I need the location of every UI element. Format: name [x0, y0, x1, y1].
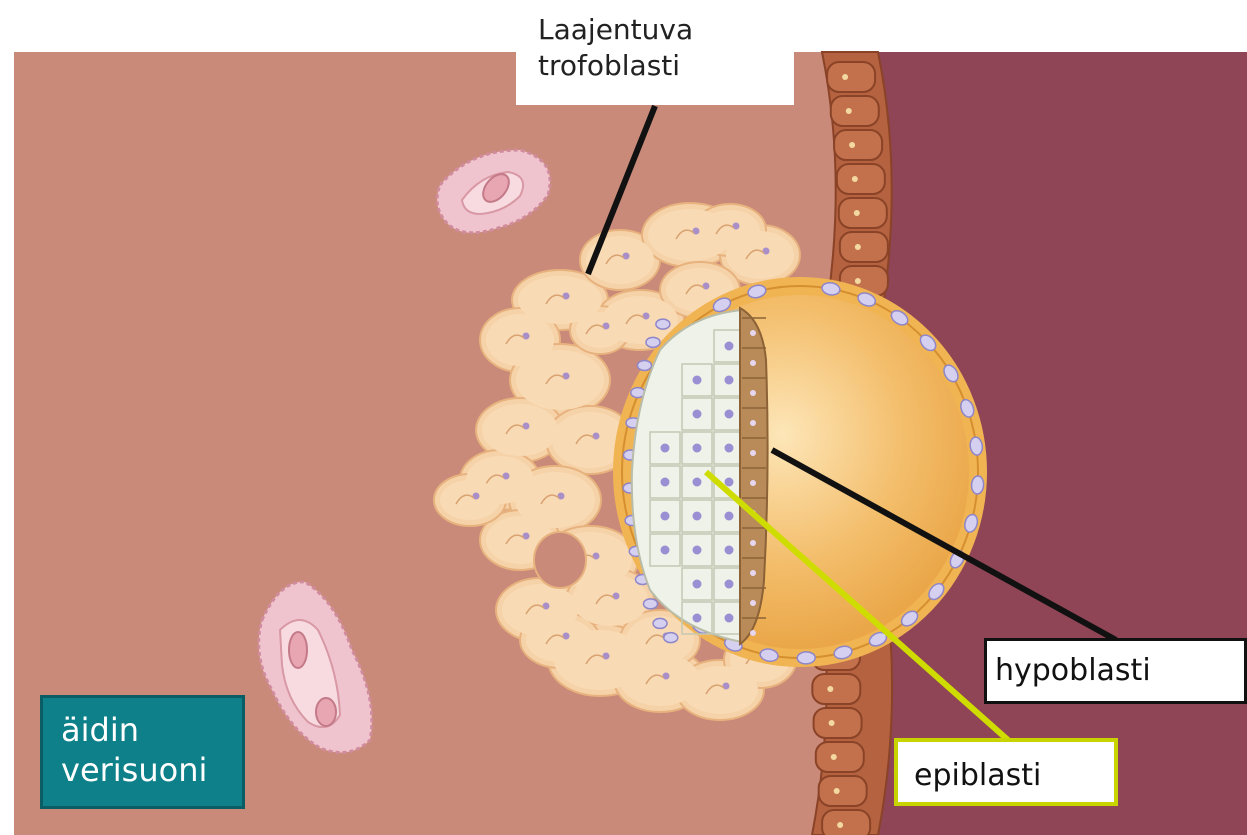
trophoblast-cell-nucleus: [664, 633, 678, 643]
epithelial-cell: [814, 708, 862, 738]
epithelial-cell: [840, 232, 888, 262]
hypoblast-layer: [740, 308, 768, 644]
epiblast-nucleus: [725, 444, 734, 453]
epiblast-nucleus: [693, 580, 702, 589]
epiblast-nucleus: [661, 478, 670, 487]
epiblast-nucleus: [693, 410, 702, 419]
epithelial-nucleus: [855, 244, 861, 250]
hypoblast-nucleus: [750, 330, 756, 336]
epithelial-cell: [822, 810, 870, 835]
trophoblast-label-line2: trofoblasti: [538, 48, 794, 84]
epithelial-nucleus: [837, 822, 843, 828]
epithelial-cell: [816, 742, 864, 772]
epithelial-nucleus: [834, 788, 840, 794]
trophoblast-lobe-fill: [516, 350, 604, 410]
trophoblast-cell-nucleus: [656, 319, 670, 329]
epiblast-nucleus: [725, 580, 734, 589]
hypoblast-nucleus: [750, 480, 756, 486]
trophoblast-lobe-fill: [576, 312, 624, 348]
epithelial-nucleus: [846, 108, 852, 114]
epiblast-nucleus: [693, 376, 702, 385]
epiblast-nucleus: [725, 410, 734, 419]
epiblast-nucleus: [661, 546, 670, 555]
hypoblast-nucleus: [750, 450, 756, 456]
maternal-vessel-label: äidin verisuoni: [40, 695, 245, 809]
epiblast-nucleus: [661, 512, 670, 521]
epiblast-label: epiblasti: [894, 738, 1118, 806]
epithelial-nucleus: [829, 720, 835, 726]
epiblast-nucleus: [725, 342, 734, 351]
trophoblast-lacuna: [534, 532, 586, 588]
epithelial-cell: [831, 96, 879, 126]
hypoblast-label: hypoblasti: [984, 638, 1247, 704]
epithelial-cell: [812, 674, 860, 704]
epithelial-nucleus: [842, 74, 848, 80]
hypoblast-nucleus: [750, 600, 756, 606]
hypoblast-nucleus: [750, 360, 756, 366]
maternal-vessel-label-line1: äidin: [61, 710, 242, 750]
epithelial-nucleus: [852, 176, 858, 182]
epithelial-nucleus: [831, 754, 837, 760]
epiblast-nucleus: [693, 512, 702, 521]
trophoblast-cell-nucleus: [638, 360, 652, 370]
epiblast-nucleus: [725, 614, 734, 623]
hypoblast-nucleus: [750, 540, 756, 546]
epiblast-nucleus: [725, 546, 734, 555]
epiblast-nucleus: [661, 444, 670, 453]
epiblast-nucleus: [693, 478, 702, 487]
epithelial-nucleus: [854, 210, 860, 216]
epiblast-nucleus: [725, 512, 734, 521]
epithelial-cell: [837, 164, 885, 194]
trophoblast-label-line1: Laajentuva: [538, 12, 794, 48]
hypoblast-nucleus: [750, 390, 756, 396]
epithelial-cell: [827, 62, 875, 92]
trophoblast-cell-nucleus: [644, 599, 658, 609]
epithelial-cell: [834, 130, 882, 160]
maternal-vessel-label-line2: verisuoni: [61, 750, 242, 790]
hypoblast-nucleus: [750, 420, 756, 426]
epiblast-nucleus: [693, 546, 702, 555]
trophoblast-cell-nucleus: [653, 618, 667, 628]
trophoblast-lobe-fill: [526, 618, 594, 662]
hypoblast-nucleus: [750, 570, 756, 576]
epithelial-cell: [839, 198, 887, 228]
trophoblast-lobe-fill: [700, 210, 760, 250]
epithelial-nucleus: [855, 278, 861, 284]
blastocyst: [622, 281, 984, 664]
epithelial-nucleus: [827, 686, 833, 692]
epithelial-nucleus: [849, 142, 855, 148]
trophoblast-lobe-fill: [440, 480, 500, 520]
hypoblast-nucleus: [750, 630, 756, 636]
epiblast-nucleus: [693, 444, 702, 453]
epiblast-nucleus: [693, 614, 702, 623]
trophoblast-cell-nucleus: [971, 476, 984, 495]
epiblast-nucleus: [725, 376, 734, 385]
trophoblast-label: Laajentuva trofoblasti: [516, 8, 794, 105]
trophoblast-lobe-fill: [482, 404, 558, 456]
trophoblast-cell-nucleus: [797, 652, 815, 665]
trophoblast-cell-nucleus: [646, 337, 660, 347]
epiblast-nucleus: [725, 478, 734, 487]
epithelial-cell: [819, 776, 867, 806]
